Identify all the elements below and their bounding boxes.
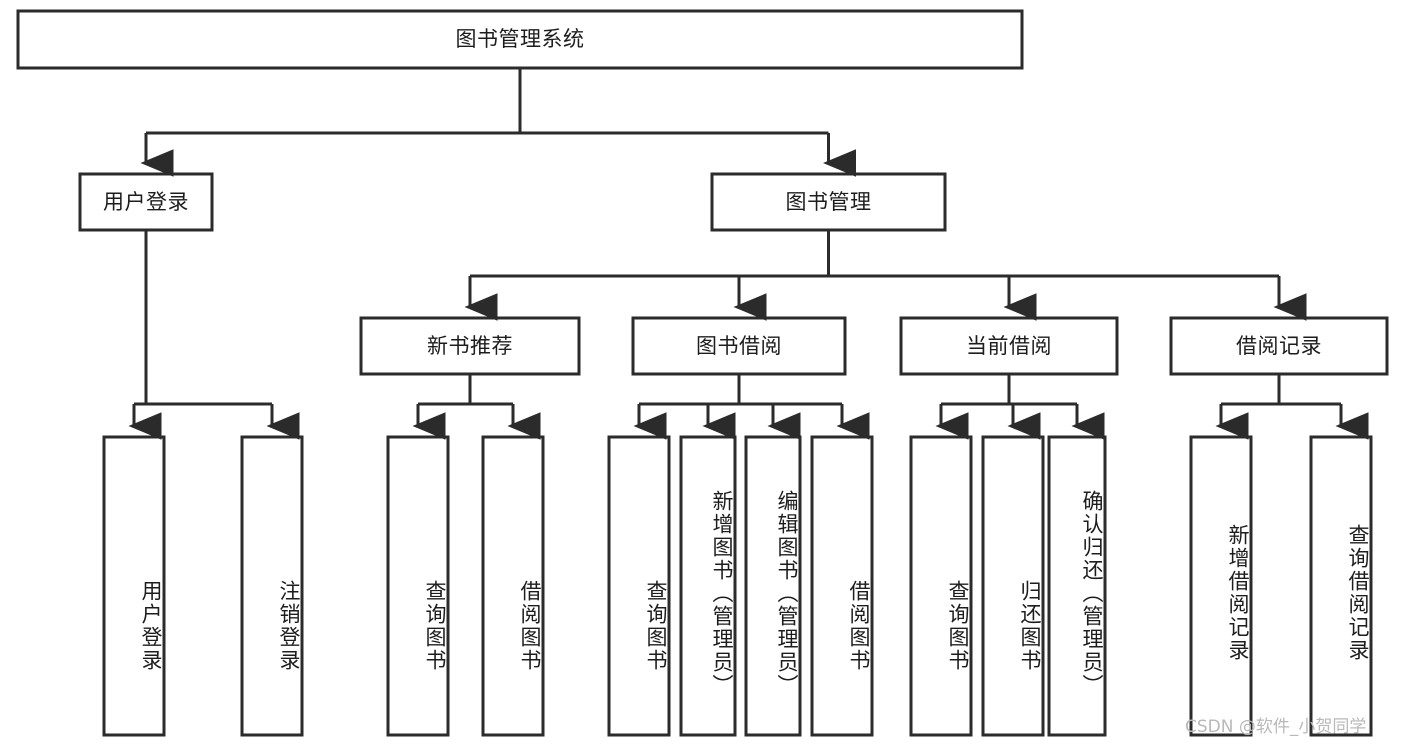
node-box-level2-0[interactable] xyxy=(78,172,214,232)
node-box-level3-3[interactable] xyxy=(1169,316,1389,376)
node-box-leaf-2[interactable] xyxy=(386,435,450,737)
node-box-leaf-0[interactable] xyxy=(102,435,166,737)
node-box-level2-1[interactable] xyxy=(710,172,947,232)
node-links xyxy=(128,68,1369,440)
node-box-leaf-3[interactable] xyxy=(481,435,545,737)
node-box-leaf-9[interactable] xyxy=(981,435,1045,737)
node-box-level3-0[interactable] xyxy=(359,316,581,376)
node-box-leaf-11[interactable] xyxy=(1189,435,1253,737)
node-box-level3-2[interactable] xyxy=(899,316,1119,376)
node-box-leaf-5[interactable] xyxy=(679,435,737,737)
node-box-root-0[interactable] xyxy=(16,9,1024,70)
node-box-leaf-7[interactable] xyxy=(810,435,874,737)
node-boxes xyxy=(16,9,1389,737)
node-box-leaf-8[interactable] xyxy=(909,435,973,737)
node-box-leaf-4[interactable] xyxy=(607,435,671,737)
node-box-leaf-6[interactable] xyxy=(744,435,802,737)
node-box-level3-1[interactable] xyxy=(631,316,847,376)
watermark-text: CSDN @软件_小贺同学 xyxy=(1185,717,1367,737)
node-box-leaf-12[interactable] xyxy=(1309,435,1373,737)
node-box-leaf-10[interactable] xyxy=(1047,435,1107,737)
node-box-leaf-1[interactable] xyxy=(240,435,304,737)
